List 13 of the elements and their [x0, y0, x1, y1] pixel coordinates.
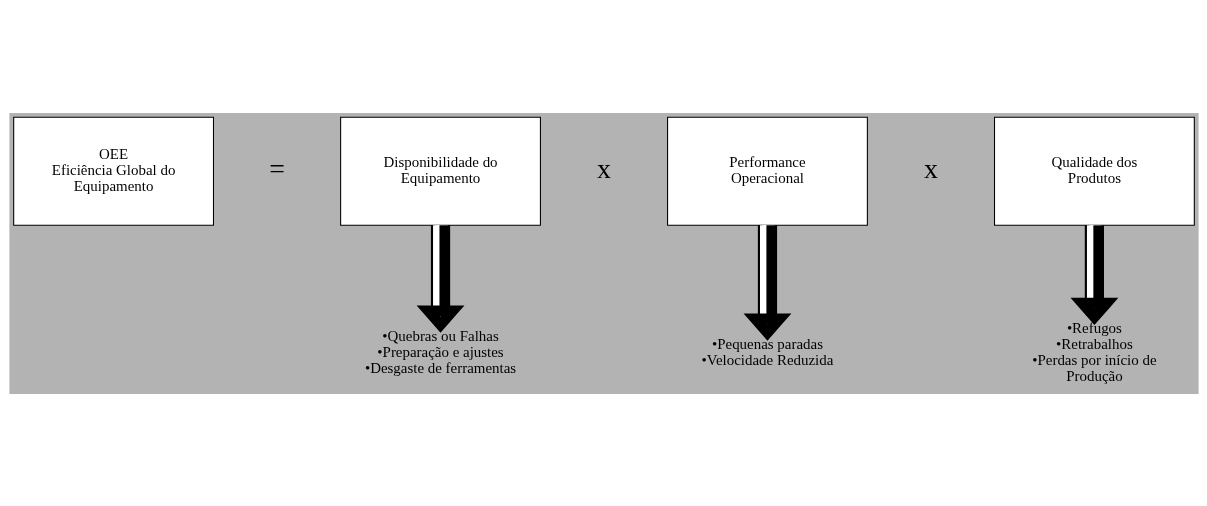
node-box: OEE Eficiência Global do Equipamento	[12, 116, 214, 226]
node-text: •Pequenas paradas •Velocidade Reduzida	[701, 335, 833, 368]
label: x	[923, 152, 938, 184]
node-box: Qualidade dos Produtos	[993, 116, 1195, 226]
label: =	[268, 152, 285, 184]
label: x	[596, 152, 611, 184]
arrow	[1070, 224, 1118, 325]
node-box: Performance Operacional	[666, 116, 868, 226]
node-text: •Quebras ou Falhas •Preparação e ajustes •Desgaste de ferramentas	[364, 327, 516, 376]
arrow	[416, 224, 464, 333]
node-text: •Refugos •Retrabalhos •Perdas por início de Produção	[1031, 319, 1157, 384]
arrow	[743, 224, 791, 341]
node-box: Disponibilidade do Equipamento	[339, 116, 541, 226]
